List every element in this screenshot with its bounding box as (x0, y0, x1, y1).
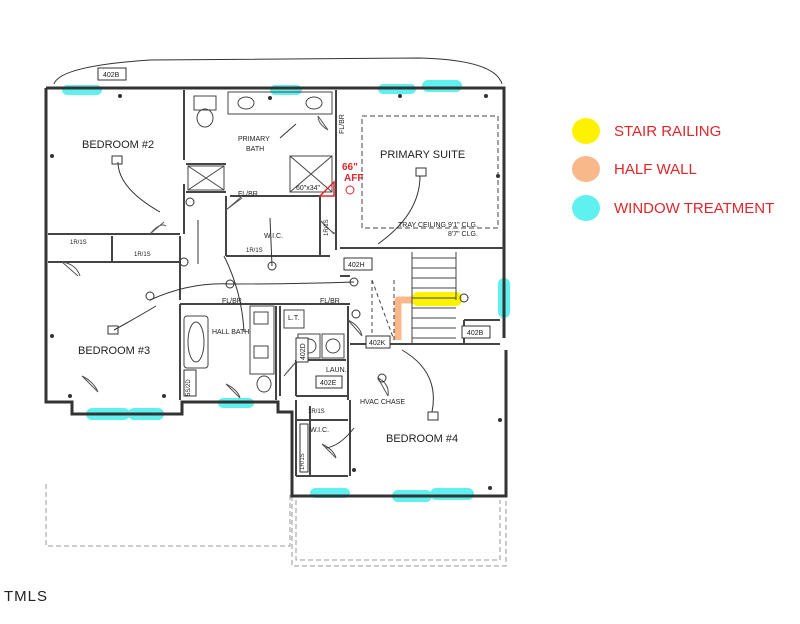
note-aff-height: 66" (342, 162, 358, 173)
note-ceiling-height-1: 9'1" CLG. (448, 222, 478, 229)
note-aff: AFF (344, 173, 363, 184)
tag-402b-right: 402B (467, 330, 484, 337)
room-label-bedroom3: BEDROOM #3 (78, 345, 150, 357)
note-tray-ceiling: TRAY CEILING (398, 222, 446, 229)
note-shower-size: 60"x34" (296, 185, 321, 192)
room-label-linen: L.T. (288, 315, 299, 322)
room-label-hvac-chase: HVAC CHASE (360, 399, 405, 406)
room-label-hall-bath: HALL BATH (212, 329, 249, 336)
fixtures (183, 91, 499, 393)
tag-shelf-2: 1R/1S (134, 252, 151, 258)
tag-flbr-2: FL/BR (339, 114, 346, 134)
tag-flbr-4: FL/BR (320, 298, 340, 305)
stair-railing-mark (412, 292, 462, 306)
arc-line (53, 57, 503, 85)
room-label-primary-suite: PRIMARY SUITE (380, 149, 465, 161)
stairs (371, 252, 457, 344)
tag-flbr-3: FL/BR (222, 298, 242, 305)
tag-shelf-5: 1R/1S (308, 409, 325, 415)
legend-label-window-treatment: WINDOW TREATMENT (614, 199, 775, 217)
legend-item-stair-railing: STAIR RAILING (572, 118, 721, 144)
aff-marker-icon (318, 180, 335, 197)
room-label-wic-1: W.I.C. (264, 233, 283, 240)
tag-shelf-1: 1R/1S (70, 240, 87, 246)
tag-shelf-7: 1R/1S (300, 453, 306, 470)
interior-walls (48, 90, 504, 477)
room-label-wic-2: W.I.C. (310, 427, 329, 434)
device-boxes (107, 155, 439, 473)
tag-402k: 402K (369, 340, 386, 347)
room-label-laundry: LAUN. (326, 367, 347, 374)
room-label-bedroom2: BEDROOM #2 (82, 139, 154, 151)
electrical-wiring (113, 123, 434, 449)
tag-flbr-1: FL/BR (238, 191, 258, 198)
door-swings (61, 115, 389, 459)
room-label-primary-bath-2: BATH (246, 146, 264, 153)
exterior-walls (44, 86, 508, 498)
tag-shelf-3: 1R/1S (246, 248, 263, 254)
watermark-logo: TMLS (4, 588, 49, 605)
legend-label-half-wall: HALF WALL (614, 160, 697, 178)
legend-item-half-wall: HALF WALL (572, 156, 697, 182)
tag-402h: 402H (348, 262, 365, 269)
tag-402e: 402E (320, 380, 337, 387)
legend-item-window-treatment: WINDOW TREATMENT (572, 195, 774, 221)
note-ceiling-height-2: 8'7" CLG. (448, 231, 478, 238)
tag-boxes (97, 67, 491, 389)
legend-label-stair-railing: STAIR RAILING (614, 122, 722, 140)
dashed-outlines (45, 484, 507, 567)
tag-shelf-6: 5S/2D (186, 379, 192, 396)
legend-swatch-half-wall (572, 156, 600, 182)
tag-402d: 402D (300, 343, 307, 360)
legend-swatch-window-treatment (572, 195, 600, 221)
tag-shelf-4: 1R/1S (324, 219, 330, 236)
legend-swatch-stair-railing (572, 118, 600, 144)
room-label-bedroom4: BEDROOM #4 (386, 433, 458, 445)
outlet-marks (50, 94, 502, 490)
tag-402b-top: 402B (103, 72, 120, 79)
room-label-primary-bath-1: PRIMARY (238, 136, 270, 143)
